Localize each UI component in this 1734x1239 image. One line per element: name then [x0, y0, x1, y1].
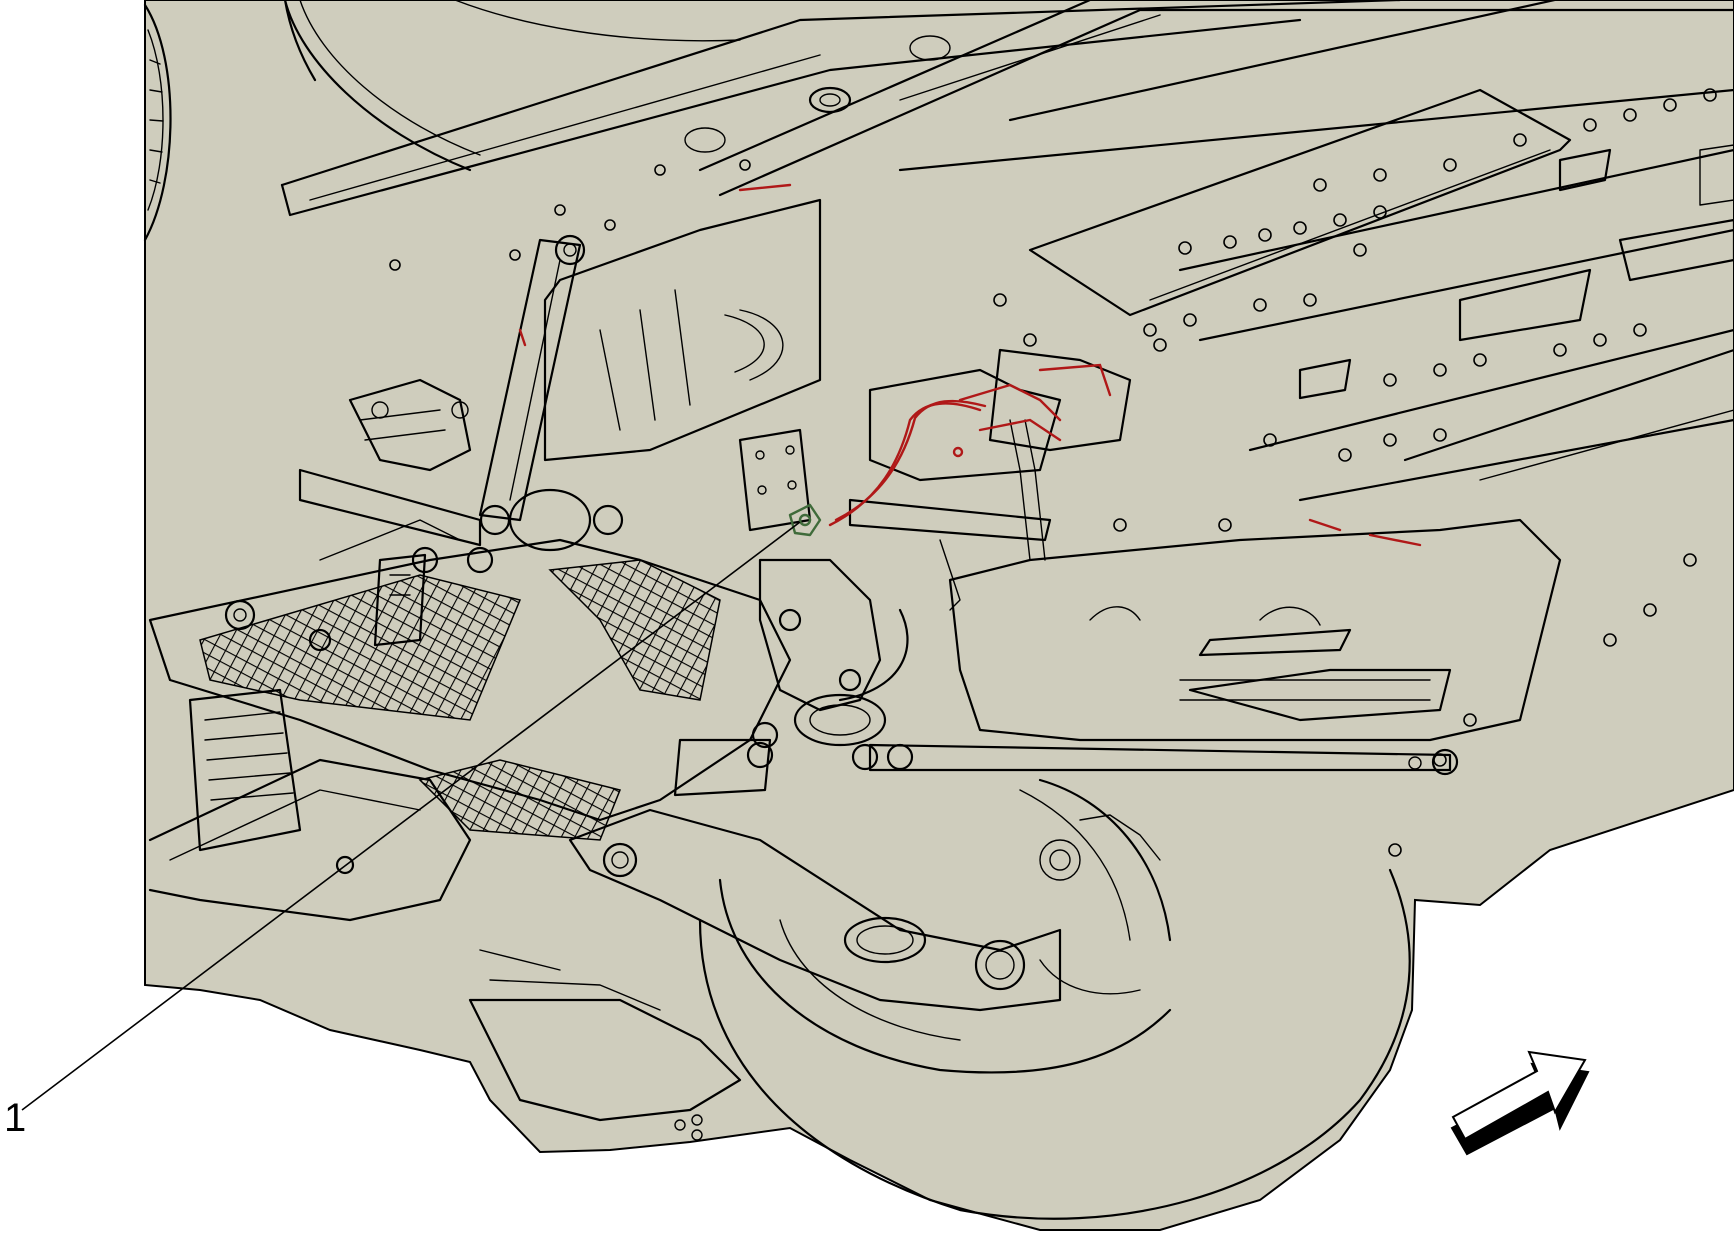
fastener-dots [389, 88, 1717, 857]
floor-panels [898, 0, 1734, 502]
direction-arrow-icon [1450, 1050, 1590, 1156]
upper-rail [280, 0, 1734, 217]
upper-link [478, 234, 624, 552]
knuckle [758, 558, 909, 747]
lateral-link [851, 743, 1459, 776]
lower-control-arm [568, 808, 1062, 1012]
rear-tire [698, 778, 1411, 1220]
underbody-silhouette [144, 0, 1734, 1231]
front-tire-fragment [143, 3, 172, 242]
heat-shield-right [948, 518, 1562, 742]
callout-label: 1 [4, 1096, 27, 1140]
inner-suspension [298, 378, 482, 561]
fender-arc [283, 0, 472, 172]
crossmember [148, 538, 792, 841]
heat-shield-left [543, 198, 822, 462]
harness-red [518, 183, 1422, 547]
sensor-highlight [788, 503, 822, 537]
lower-left-structure [148, 599, 742, 1141]
callout-leader-line [21, 521, 801, 1111]
